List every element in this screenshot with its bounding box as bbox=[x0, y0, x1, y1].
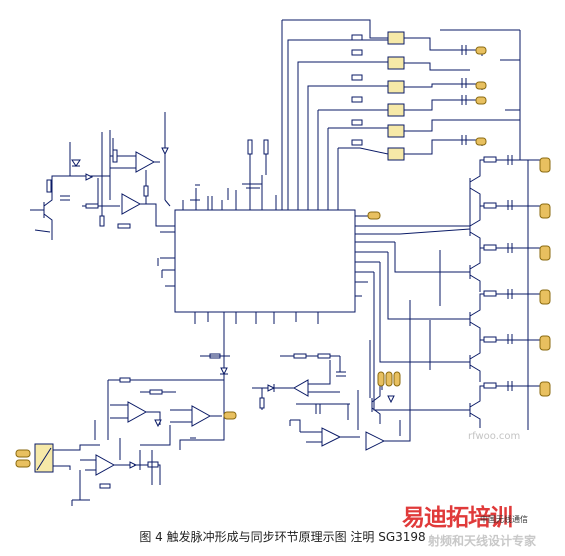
watermark-tagline: 射频和天线设计专家 bbox=[428, 534, 537, 548]
figure-caption: 图 4 触发脉冲形成与同步环节原理示图 注明 SG3198 bbox=[139, 530, 426, 544]
watermark-brand: 易迪拓培训 bbox=[402, 505, 513, 531]
left-input-circuit bbox=[30, 112, 175, 240]
main-ic bbox=[174, 209, 356, 313]
connectors bbox=[15, 46, 551, 468]
watermark-url: rfwoo.com bbox=[468, 431, 521, 442]
bottom-middle-circuit bbox=[252, 300, 411, 451]
watermark-brand-sub: 中国无线通信 bbox=[480, 515, 528, 524]
gate-array bbox=[387, 31, 405, 161]
ground-symbols bbox=[71, 258, 441, 506]
bottom-left-circuit bbox=[34, 312, 230, 501]
transistor-stages bbox=[373, 155, 540, 428]
top-middle-components bbox=[190, 139, 269, 210]
watermark-logo: 易迪拓培训 中国无线通信 bbox=[402, 498, 562, 531]
